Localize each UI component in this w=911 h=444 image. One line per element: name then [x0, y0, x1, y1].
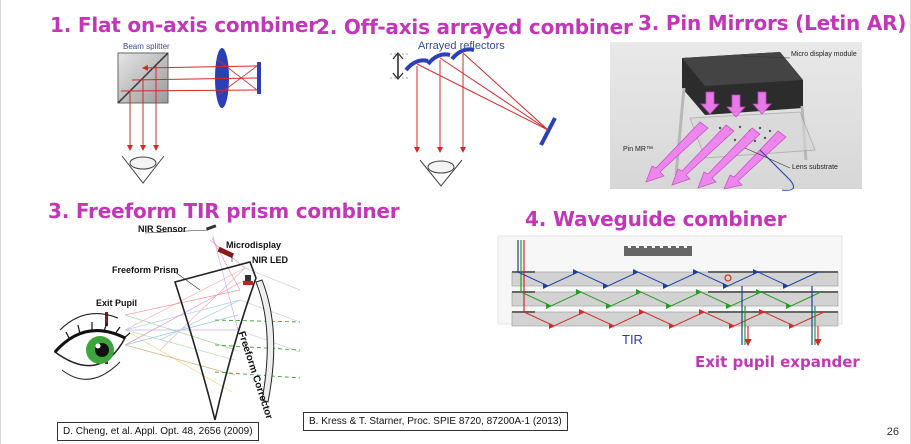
reference-kress: B. Kress & T. Starner, Proc. SPIE 8720, …	[303, 412, 568, 431]
microdisplay	[217, 246, 235, 259]
eye-icon	[121, 155, 165, 184]
title-flat-combiner: 1. Flat on-axis combiner	[50, 13, 318, 37]
title-pin-mirrors: 3. Pin Mirrors (Letin AR)	[638, 11, 907, 35]
eye-drawing	[53, 312, 131, 380]
reference-cheng: D. Cheng, et al. Appl. Opt. 48, 2656 (20…	[57, 422, 259, 441]
reflector-3	[450, 47, 475, 61]
nir-sensor-label: NIR Sensor	[138, 224, 187, 234]
nir-sensor	[205, 224, 217, 231]
freeform-corrector	[255, 279, 275, 403]
freeform-prism	[173, 261, 257, 421]
offaxis-display	[539, 117, 557, 146]
reflector-2	[426, 52, 451, 66]
nir-led-label: NIR LED	[252, 255, 288, 265]
title-freeform-prism: 3. Freeform TIR prism combiner	[48, 199, 400, 223]
freeform-prism-label: Freeform Prism	[112, 265, 179, 275]
micro-display-module-label: Micro display module	[791, 51, 857, 58]
exit-pupil-expander-label: Exit pupil expander	[695, 353, 860, 371]
micro-display	[257, 62, 261, 94]
title-offaxis-combiner: 2. Off-axis arrayed combiner	[316, 15, 633, 39]
waveguide-slab-blue	[511, 271, 839, 287]
arrayed-reflectors-label: Arrayed reflectors	[418, 40, 505, 52]
page-number: 26	[886, 426, 899, 438]
tir-label: TIR	[622, 332, 643, 347]
pin-mr-label: Pin MR™	[623, 146, 653, 153]
exit-pupil-label: Exit Pupil	[96, 298, 138, 308]
grating	[624, 246, 692, 256]
lens-substrate-label: Lens substrate	[792, 164, 838, 171]
microdisplay-label: Microdisplay	[226, 240, 282, 250]
exit-pupil	[105, 312, 108, 326]
collimating-lens	[215, 48, 229, 108]
beam-splitter-label: Beam splitter	[123, 42, 170, 51]
nir-led	[245, 275, 251, 281]
eye-icon-2	[419, 159, 463, 187]
reflector-1	[404, 58, 429, 72]
title-waveguide-combiner: 4. Waveguide combiner	[525, 207, 787, 231]
